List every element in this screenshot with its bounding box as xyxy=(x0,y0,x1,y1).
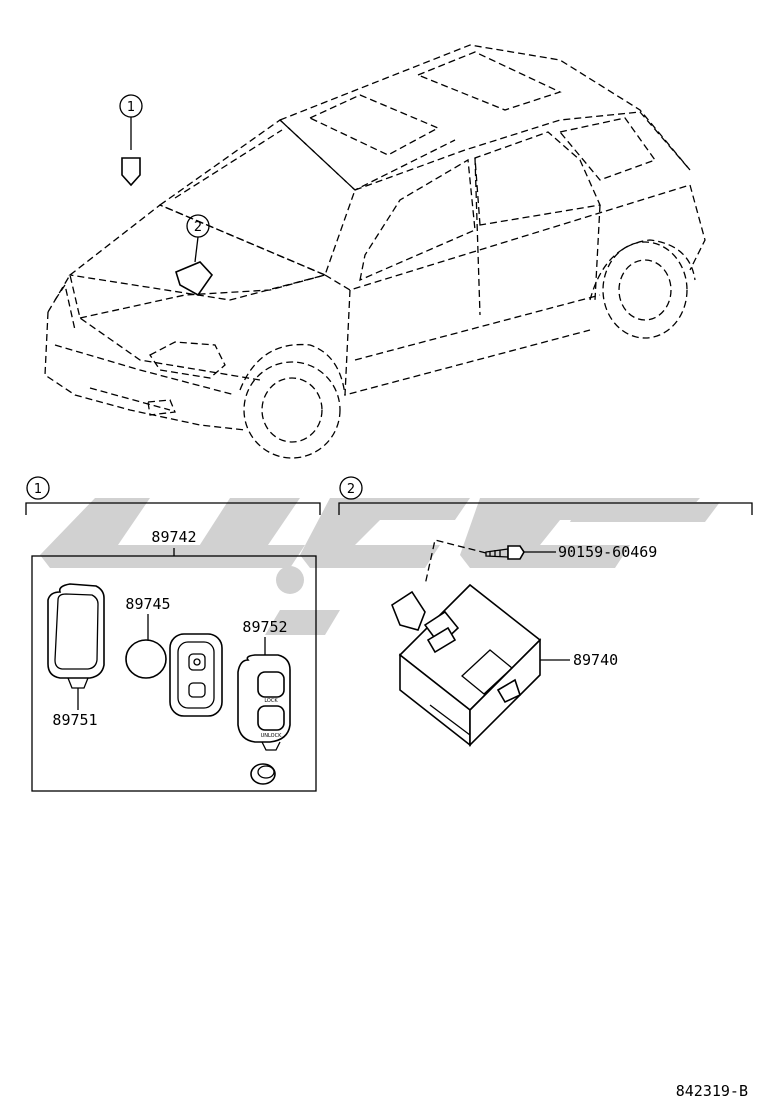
locator-marker-2: 2 xyxy=(175,214,214,297)
part-90159-60469-label: 90159-60469 xyxy=(558,543,657,561)
part-89742-label: 89742 xyxy=(151,528,196,546)
watermark xyxy=(40,498,720,635)
locator-2-label: 2 xyxy=(194,220,202,235)
transmitter-housing: LOCK UNLOCK xyxy=(237,654,291,751)
lock-button-text: LOCK xyxy=(264,698,278,704)
button-pad xyxy=(169,633,223,717)
part-89745-label: 89745 xyxy=(125,595,170,613)
section-header-1: 1 xyxy=(25,476,321,515)
car-outline xyxy=(44,44,706,459)
keyless-case xyxy=(47,583,105,689)
section-2-label: 2 xyxy=(347,482,355,497)
receiver-unit xyxy=(391,583,542,747)
unlock-button-text: UNLOCK xyxy=(261,733,282,739)
diagram-id: 842319-B xyxy=(676,1082,748,1100)
section-header-2: 2 xyxy=(338,476,753,515)
part-89751-label: 89751 xyxy=(52,711,97,729)
locator-1-label: 1 xyxy=(127,100,135,115)
part-89740-label: 89740 xyxy=(573,651,618,669)
battery-icon xyxy=(125,639,167,679)
key-ring-icon xyxy=(250,763,276,785)
locator-marker-1: 1 xyxy=(119,94,143,187)
section-1-label: 1 xyxy=(34,482,42,497)
bolt-icon xyxy=(485,545,525,560)
part-89752-label: 89752 xyxy=(242,618,287,636)
